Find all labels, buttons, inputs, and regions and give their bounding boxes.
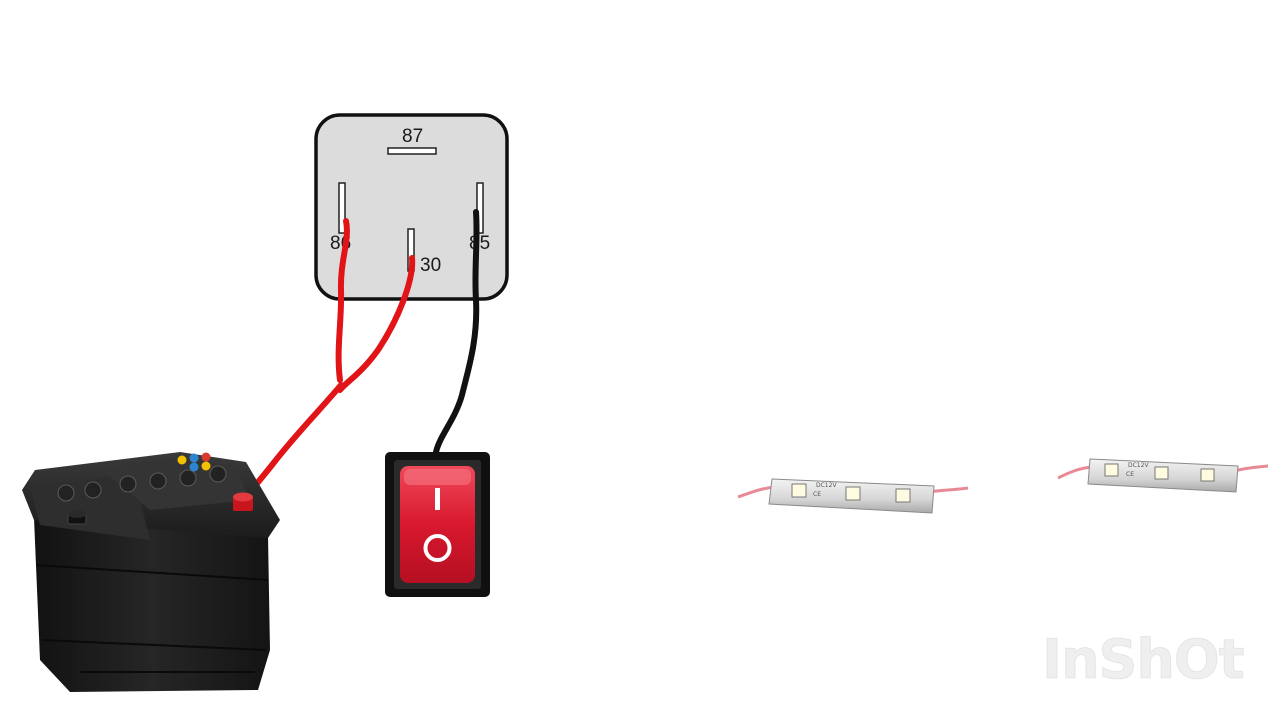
relay-pin-87 [387, 147, 437, 155]
led-module-1-label: DC12V [816, 482, 837, 489]
led-module-2-chip-1-icon [1104, 463, 1119, 477]
wire-positive-30 [337, 255, 416, 393]
relay-body [314, 113, 509, 301]
rocker-switch-button[interactable] [400, 466, 475, 583]
wires [241, 209, 480, 501]
switch-on-symbol-icon [435, 488, 440, 510]
relay-pin-85 [476, 182, 484, 234]
led-module-2-ce: CE [1126, 471, 1134, 478]
relay-pin-86 [338, 182, 346, 234]
wire-negative-85 [433, 209, 480, 455]
battery-ribs [35, 564, 269, 673]
inshot-watermark: InShOt [1042, 628, 1246, 692]
wire-positive-battery [241, 382, 344, 501]
led-module-1-chip-1-icon [791, 483, 807, 498]
led-module-2-wire-left [1057, 465, 1093, 480]
led-module-2-wire-right [1233, 464, 1269, 473]
rocker-switch-highlight [404, 469, 471, 485]
relay-pin-85-label: 85 [469, 233, 490, 254]
led-module-1-ce: CE [813, 491, 821, 498]
battery-terminal-negative-top [68, 510, 86, 518]
relay-pin-30-label: 30 [420, 255, 441, 276]
wire-positive-86 [335, 218, 350, 383]
led-module-1-chip-3-icon [895, 488, 911, 503]
battery-front [34, 518, 270, 692]
battery-warning-labels [177, 452, 211, 472]
led-module-2-chip-3-icon [1200, 468, 1215, 482]
led-module-1: DC12V CE [737, 478, 969, 514]
led-module-2-label: DC12V [1128, 462, 1149, 469]
rocker-switch[interactable] [385, 452, 490, 597]
led-module-1-chip-2-icon [845, 486, 861, 501]
led-module-2-chip-2-icon [1154, 466, 1169, 480]
battery-terminal-positive-top [233, 492, 253, 502]
relay: 87 86 30 85 [314, 113, 509, 301]
battery-caps [57, 465, 227, 502]
relay-pin-87-label: 87 [402, 126, 423, 147]
led-module-2: DC12V CE [1057, 458, 1269, 493]
switch-off-symbol-icon [423, 534, 452, 562]
car-battery [22, 452, 280, 692]
